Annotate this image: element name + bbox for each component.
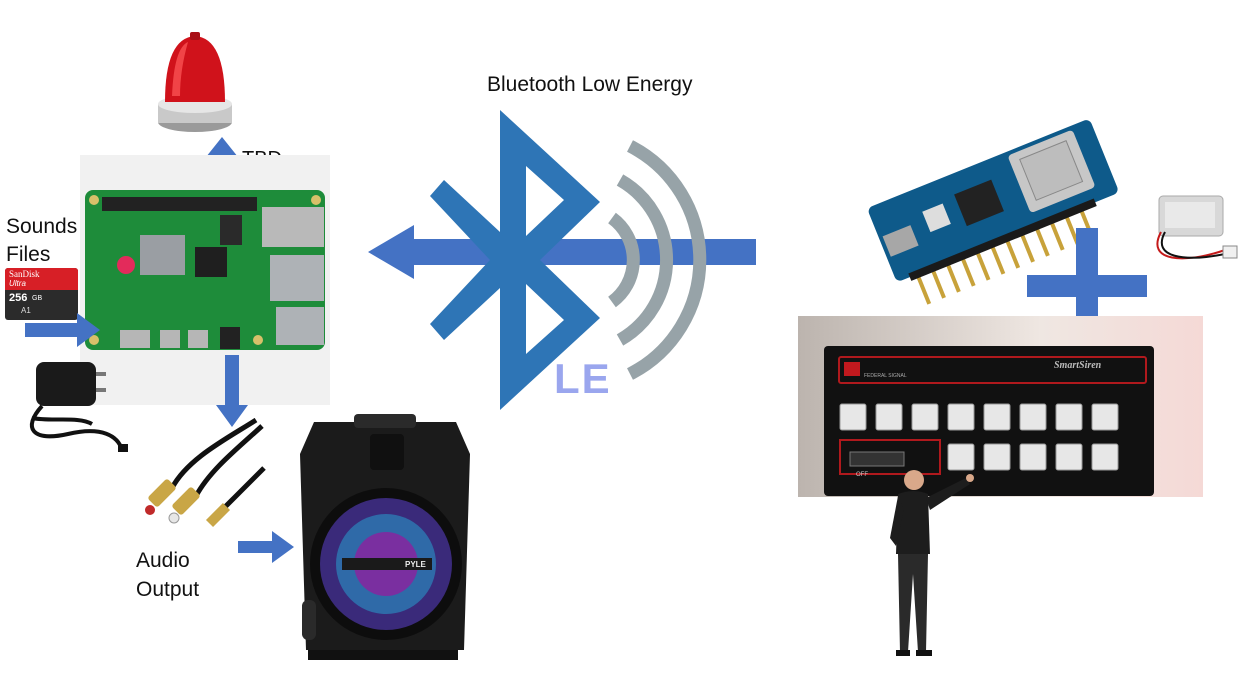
panel-maker: FEDERAL SIGNAL xyxy=(864,373,907,379)
smartsiren-panel-image: FEDERAL SIGNAL SmartSiren OFF xyxy=(798,316,1203,497)
arduino-nano-image xyxy=(865,100,1125,310)
bluetooth-icon xyxy=(430,110,620,410)
sd-card-capacity: 256 xyxy=(9,292,28,304)
panel-buttons xyxy=(839,403,1119,475)
sd-card-speed: A1 xyxy=(21,306,31,315)
sounds-label: Sounds xyxy=(6,215,78,238)
le-label: LE xyxy=(554,355,612,402)
panel-switch-label: OFF xyxy=(856,472,868,478)
lipo-battery-image xyxy=(1145,192,1245,276)
presenter-figure-image xyxy=(882,466,982,662)
sd-card-brand: SanDisk xyxy=(9,269,40,279)
plus-icon xyxy=(1027,228,1147,344)
wireless-waves-icon xyxy=(590,140,720,380)
sd-card-line: Ultra xyxy=(9,279,26,288)
arrow-down-to-cable xyxy=(216,355,248,427)
power-adapter-image xyxy=(22,358,132,458)
panel-brand: SmartSiren xyxy=(1054,360,1102,371)
beacon-light-image xyxy=(150,30,240,138)
ble-arrow-left xyxy=(368,225,756,279)
bluetooth-title: Bluetooth Low Energy xyxy=(487,73,693,96)
sd-card-unit: GB xyxy=(32,295,43,302)
speaker-image xyxy=(294,414,476,668)
audio-label: Audio xyxy=(136,549,190,572)
files-label: Files xyxy=(6,243,51,266)
sd-card-image: SanDisk Ultra 256 GB A1 xyxy=(5,268,78,320)
raspberry-pi-image xyxy=(80,155,330,405)
arrow-to-speaker xyxy=(238,531,294,563)
speaker-brand: PYLE xyxy=(405,560,426,569)
arrow-sd-to-pi xyxy=(25,313,100,347)
output-label: Output xyxy=(136,578,200,601)
rca-cable-image xyxy=(138,418,268,530)
